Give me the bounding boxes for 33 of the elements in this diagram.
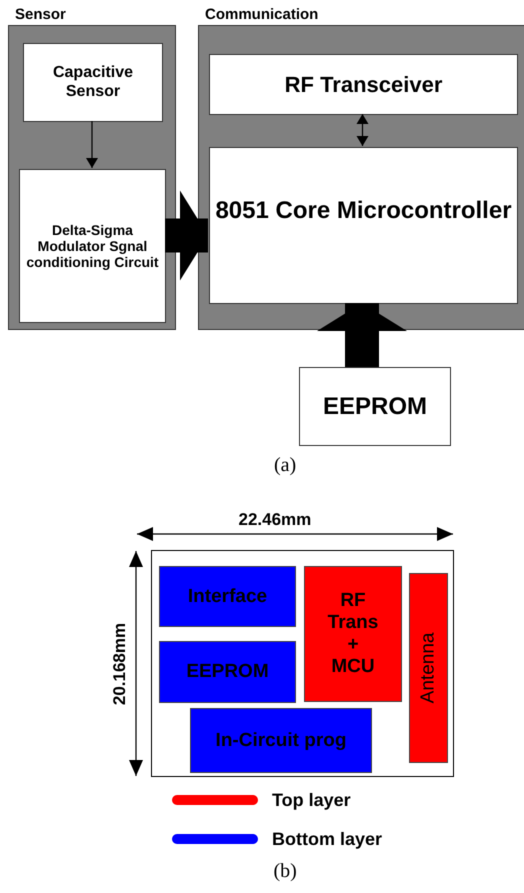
board-outline [151, 550, 454, 777]
process-box [299, 367, 451, 446]
process-box [209, 147, 518, 304]
module-block [190, 708, 372, 773]
block-label: Delta-Sigma Modulator Sgnal conditioning Circuit [25, 222, 160, 270]
module-block [159, 566, 296, 627]
arrow [356, 114, 368, 146]
figure-caption: (b) [274, 860, 297, 882]
group-heading: Communication [205, 6, 318, 24]
block-label: RF Transceiver [284, 72, 442, 98]
arrow [86, 121, 98, 168]
block-arrow [317, 303, 407, 367]
module-block [159, 641, 296, 703]
process-box [209, 54, 518, 115]
figure-caption: (a) [274, 454, 296, 476]
legend-label: Bottom layer [272, 828, 382, 850]
process-box [23, 43, 163, 122]
dimension-label: 20.168mm [110, 622, 130, 706]
process-box [19, 169, 166, 323]
module-block [409, 573, 448, 763]
block-arrow [165, 190, 208, 280]
block-label: Interface [188, 586, 268, 608]
block-label: Capacitive Sensor [52, 64, 134, 101]
legend-label: Top layer [272, 789, 351, 811]
group-heading: Sensor [15, 6, 66, 24]
block-label: 8051 Core Microcontroller [215, 196, 512, 224]
block-label: EEPROM [186, 661, 269, 683]
dimension-label: 22.46mm [238, 510, 312, 530]
block-label: RF Trans + MCU [326, 590, 380, 678]
module-block [304, 566, 402, 702]
block-label: EEPROM [322, 392, 427, 420]
block-label: Antenna [418, 632, 440, 704]
block-label: In-Circuit prog [216, 730, 346, 752]
